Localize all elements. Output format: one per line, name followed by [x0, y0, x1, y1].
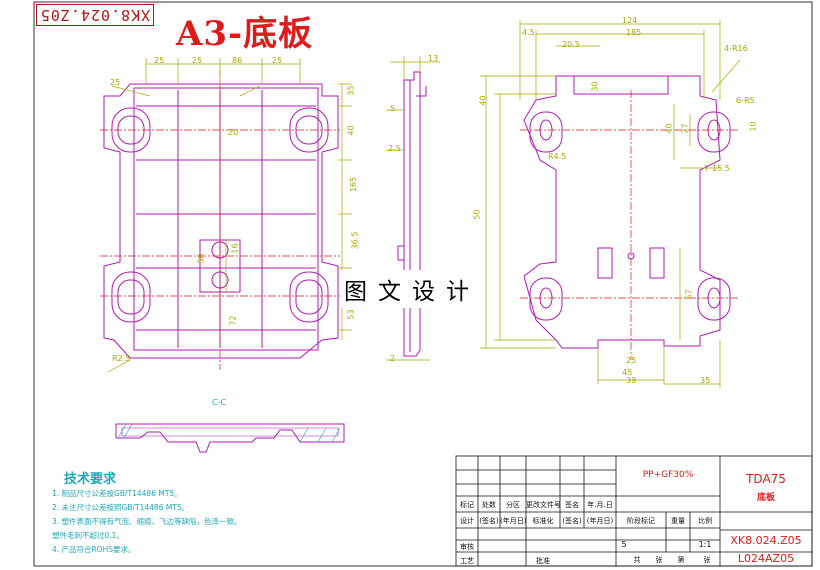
section-hatching [117, 423, 341, 443]
drawing-number-field-2: L024AZ05 [737, 552, 795, 565]
material-field: PP+GF30% [642, 470, 694, 480]
dimension-label: 4.5 [522, 28, 535, 37]
drawing-number-field: XK8.024.Z05 [730, 534, 802, 547]
dimension-label: 25 [272, 56, 283, 65]
scale-field: 1:1 [698, 540, 712, 549]
dimension-label: 165 [349, 176, 359, 193]
dimension-label: 40 [478, 95, 488, 106]
dimension-label: 27 [680, 123, 690, 134]
dimension-label: 2 [390, 354, 396, 363]
title-block-label: 签名 [565, 501, 579, 509]
title-block-label: 审核 [460, 543, 474, 551]
title-block-label: 更改文件号 [526, 501, 561, 509]
tech-requirements-heading: 技术要求 [64, 472, 117, 487]
title-block-label: 批准 [536, 557, 550, 565]
dimension-label: 25 [192, 56, 203, 65]
count-field: 5 [621, 540, 627, 549]
tech-requirement-item: 1. 制品尺寸公差按GB/T14486 MT5。 [52, 489, 182, 498]
top-view-centerlines [100, 70, 340, 370]
right-view-centerlines [520, 90, 740, 360]
dimension-label: 16 [230, 243, 240, 254]
dimension-label: 7 [704, 164, 710, 173]
part-name-field: 底板 [756, 493, 775, 503]
dimension-label: 35 [346, 85, 356, 96]
dimension-label: 30 [590, 81, 600, 92]
title-block-label: (年月日) [500, 517, 527, 525]
right-view-dimension-lines [480, 20, 741, 388]
dimension-label: 72 [228, 315, 238, 326]
dimension-label: 40 [346, 125, 356, 136]
dimension-label: 30 [196, 253, 206, 264]
title-block-label: 重量 [671, 517, 685, 525]
top-view-plate [103, 83, 339, 359]
dimension-label: 53 [346, 309, 356, 320]
title-block-label: 第 [677, 556, 685, 564]
dimension-label: 20 [228, 128, 239, 137]
dimension-label: 13 [428, 54, 439, 63]
watermark-text: 图文设计 [340, 270, 484, 308]
title-block-label: 阶段标记 [627, 517, 655, 525]
section-c-c [115, 423, 345, 453]
dimension-label: 25 [110, 78, 121, 87]
dimension-label: 35 [700, 376, 711, 385]
dimension-label: 2.5 [388, 144, 401, 153]
dimension-label: 36.5 [350, 231, 360, 250]
title-block-label: (签名) [479, 517, 499, 525]
dimension-label: 86 [232, 56, 243, 65]
dimension-label: 15.5 [712, 164, 730, 173]
dimension-label: 10 [748, 121, 758, 132]
dimension-label: 25 [626, 356, 637, 365]
drawing-title: A3-底板 [176, 14, 314, 54]
title-block-label: 标记 [460, 501, 474, 509]
tech-requirement-item: 4. 产品符合ROHS要求。 [52, 545, 136, 554]
dimension-label: 6-R5 [736, 96, 755, 105]
title-block-label: 张 [655, 556, 663, 564]
title-block-label: 张 [703, 556, 711, 564]
dimension-label: 57 [684, 289, 694, 300]
dimension-label: 5 [390, 104, 396, 113]
tech-requirement-item: 3. 塑件表面不得有气泡、缩痕、飞边等缺陷，色泽一致。 [52, 517, 242, 526]
section-label: C-C [212, 398, 227, 407]
dimension-label: 20.5 [562, 40, 580, 49]
title-block-label: 年.月.日 [587, 501, 613, 509]
title-block-label: (签名) [562, 517, 582, 525]
dimension-label: 50 [472, 209, 482, 220]
title-block-label: 共 [633, 556, 641, 564]
dimension-label: 185 [626, 28, 642, 37]
drawing-number-stamp: XK8.024.Z05 [36, 4, 154, 26]
sheet-frame [33, 1, 813, 567]
product-field: TDA75 [746, 472, 786, 486]
title-block-label: (年月日) [586, 517, 614, 525]
title-block-lines [455, 455, 813, 567]
side-view [397, 71, 427, 357]
dimension-label: R4.5 [548, 152, 567, 161]
tech-requirement-item: 塑件毛刺不超过0.1。 [52, 531, 124, 540]
tech-requirement-item: 2. 未注尺寸公差按照GB/T14486 MT5。 [52, 503, 190, 512]
title-block-label: 分区 [506, 501, 520, 509]
dimension-label: 4-R16 [724, 44, 748, 53]
title-block-label: 工艺 [460, 557, 474, 565]
dimension-label: R2.5 [112, 354, 131, 363]
right-view [523, 75, 731, 349]
title-block-label: 设计 [460, 517, 474, 525]
dimension-label: 45 [622, 368, 633, 377]
dimension-label: 124 [622, 16, 638, 25]
dimension-label: 39 [626, 376, 637, 385]
side-view-dimensions [386, 56, 440, 361]
dimension-label: 25 [154, 56, 165, 65]
title-block-label: 比例 [698, 517, 712, 525]
title-block-label: 标准化 [532, 517, 554, 525]
dimension-label: 40 [664, 123, 674, 134]
title-block-label: 处数 [482, 501, 496, 509]
